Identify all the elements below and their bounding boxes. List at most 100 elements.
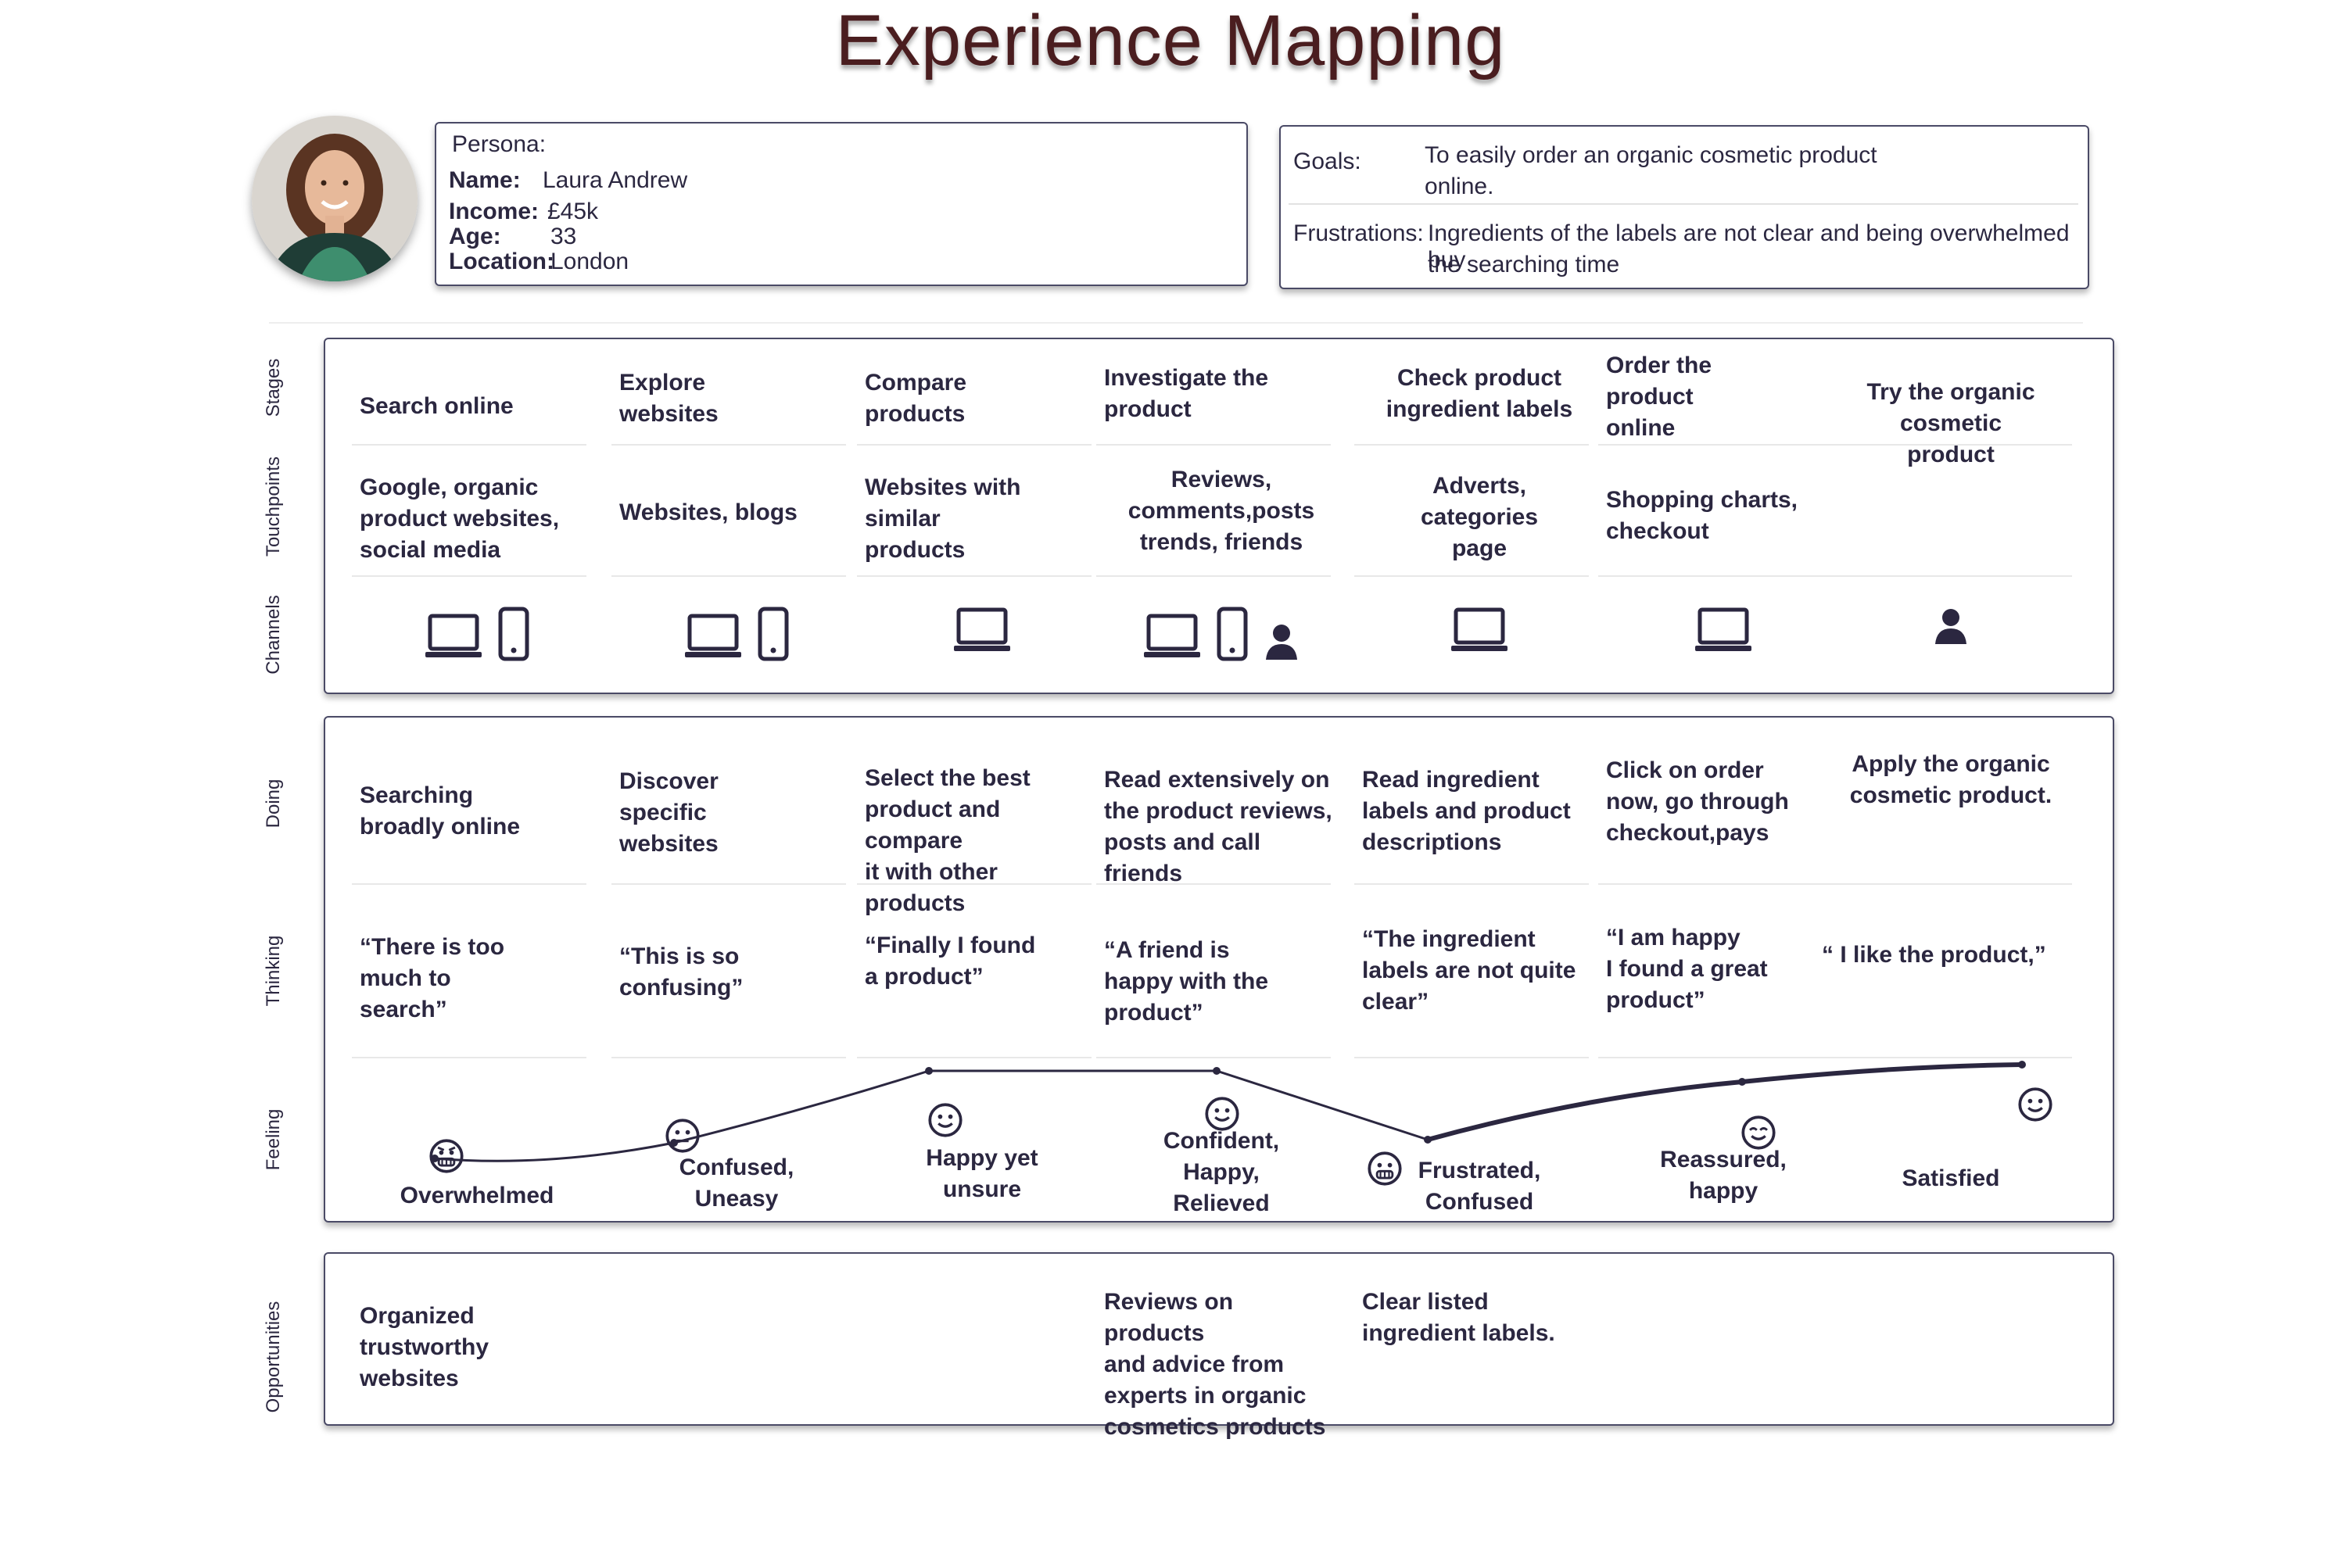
- channels-cell-2: [619, 607, 854, 665]
- opportunities-text: cosmetics products: [1104, 1414, 1326, 1440]
- thinking-divider: [1354, 1057, 1589, 1058]
- emotion-point: [431, 1155, 439, 1162]
- touchpoints-text: Google, organic: [360, 474, 539, 500]
- persona-heading: Persona:: [452, 131, 547, 157]
- stages-text: product: [1907, 442, 1995, 467]
- grimace-face-icon: [1367, 1151, 1403, 1190]
- thinking-text: “This is so: [619, 943, 740, 969]
- channels-cell-6: [1606, 607, 1841, 659]
- doing-text: Click on order: [1606, 757, 1764, 783]
- opportunities-text: websites: [360, 1366, 459, 1391]
- doing-text: cosmetic product.: [1849, 782, 2052, 808]
- touchpoints-text: Shopping charts,: [1606, 487, 1798, 513]
- stages-text: Order the: [1606, 353, 1712, 378]
- laptop-icon: [683, 613, 743, 665]
- thinking-divider: [1096, 1057, 1331, 1058]
- touchpoints-divider: [611, 575, 846, 577]
- persona-income: £45k: [547, 199, 599, 224]
- feeling-text: happy: [1688, 1178, 1758, 1204]
- doing-text: now, go through: [1606, 789, 1789, 814]
- touchpoints-text: categories: [1420, 504, 1539, 530]
- emotion-curve-line: [434, 1069, 1429, 1162]
- touchpoints-cell-6: Shopping charts, checkout: [1606, 485, 1841, 547]
- doing-divider: [1354, 883, 1589, 885]
- touchpoints-text: social media: [360, 537, 501, 563]
- opportunities-text: ingredient labels.: [1362, 1320, 1555, 1346]
- emotion-point: [1424, 1136, 1432, 1144]
- goals-card: Goals: To easily order an organic cosmet…: [1279, 125, 2089, 289]
- thinking-text: clear”: [1362, 989, 1429, 1015]
- feeling-text: Confused,: [679, 1155, 794, 1180]
- stages-divider: [1354, 444, 1589, 446]
- feeling-text: Happy,: [1183, 1159, 1260, 1185]
- touchpoints-text: comments,posts: [1127, 498, 1315, 524]
- opportunities-text: Organized: [360, 1303, 475, 1329]
- page-title: Experience Mapping: [835, 1, 1506, 81]
- feeling-text: unsure: [942, 1176, 1022, 1202]
- smile-face-icon: [1204, 1096, 1240, 1136]
- feeling-cell-1: Overwhelmed: [360, 1180, 594, 1212]
- emotion-point: [1738, 1078, 1746, 1086]
- touchpoints-text: checkout: [1606, 518, 1709, 544]
- persona-avatar: [252, 116, 418, 281]
- feeling-text: Frustrated,: [1418, 1158, 1541, 1183]
- channels-cell-7: [1822, 607, 2080, 650]
- experience-panel: [324, 716, 2114, 1223]
- thinking-divider: [857, 1057, 1092, 1058]
- laptop-icon: [424, 613, 483, 665]
- doing-text: the product reviews,: [1104, 798, 1332, 824]
- persona-income-label: Income:: [449, 199, 540, 224]
- frustrations-line-1: Ingredients of the labels are not clear …: [1428, 220, 2070, 273]
- opportunities-text: Clear listed: [1362, 1289, 1489, 1315]
- touchpoints-divider: [1814, 575, 2072, 577]
- persona-location-label: Location:: [449, 249, 554, 274]
- doing-text: Apply the organic: [1852, 751, 2050, 777]
- stages-text: Explore: [619, 370, 706, 396]
- emotion-curve-line-bold: [1427, 1062, 2023, 1142]
- opportunities-text: Reviews on products: [1104, 1289, 1234, 1346]
- thinking-text: labels are not quite: [1362, 958, 1576, 983]
- touchpoints-divider: [1598, 575, 1833, 577]
- thinking-divider: [1814, 1057, 2072, 1058]
- doing-text: Read extensively on: [1104, 767, 1330, 793]
- stages-text: Compare: [865, 370, 967, 396]
- doing-text: checkout,pays: [1606, 820, 1769, 846]
- thinking-text: “I am happy: [1606, 925, 1741, 950]
- feeling-cell-6: Reassured,happy: [1606, 1144, 1841, 1207]
- doing-text: Searching: [360, 782, 474, 808]
- thinking-text: “A friend is: [1104, 937, 1230, 963]
- persona-age: 33: [550, 224, 577, 249]
- touchpoints-text: page: [1451, 535, 1507, 561]
- opportunities-text: experts in organic: [1104, 1383, 1307, 1409]
- touchpoints-divider: [857, 575, 1092, 577]
- thinking-text: search”: [360, 997, 447, 1022]
- stages-divider: [1598, 444, 1833, 446]
- doing-text: Select the best: [865, 765, 1031, 791]
- phone-icon: [757, 607, 790, 665]
- doing-text: descriptions: [1362, 829, 1502, 855]
- touchpoints-text: Reviews,: [1170, 467, 1272, 492]
- stages-text: product: [1606, 384, 1694, 410]
- header-divider: [269, 322, 2083, 324]
- feeling-text: Satisfied: [1902, 1165, 2000, 1191]
- stages-divider: [352, 444, 586, 446]
- thinking-text: product”: [1606, 987, 1705, 1013]
- phone-icon: [1216, 607, 1249, 665]
- goals-label: Goals:: [1293, 149, 1361, 174]
